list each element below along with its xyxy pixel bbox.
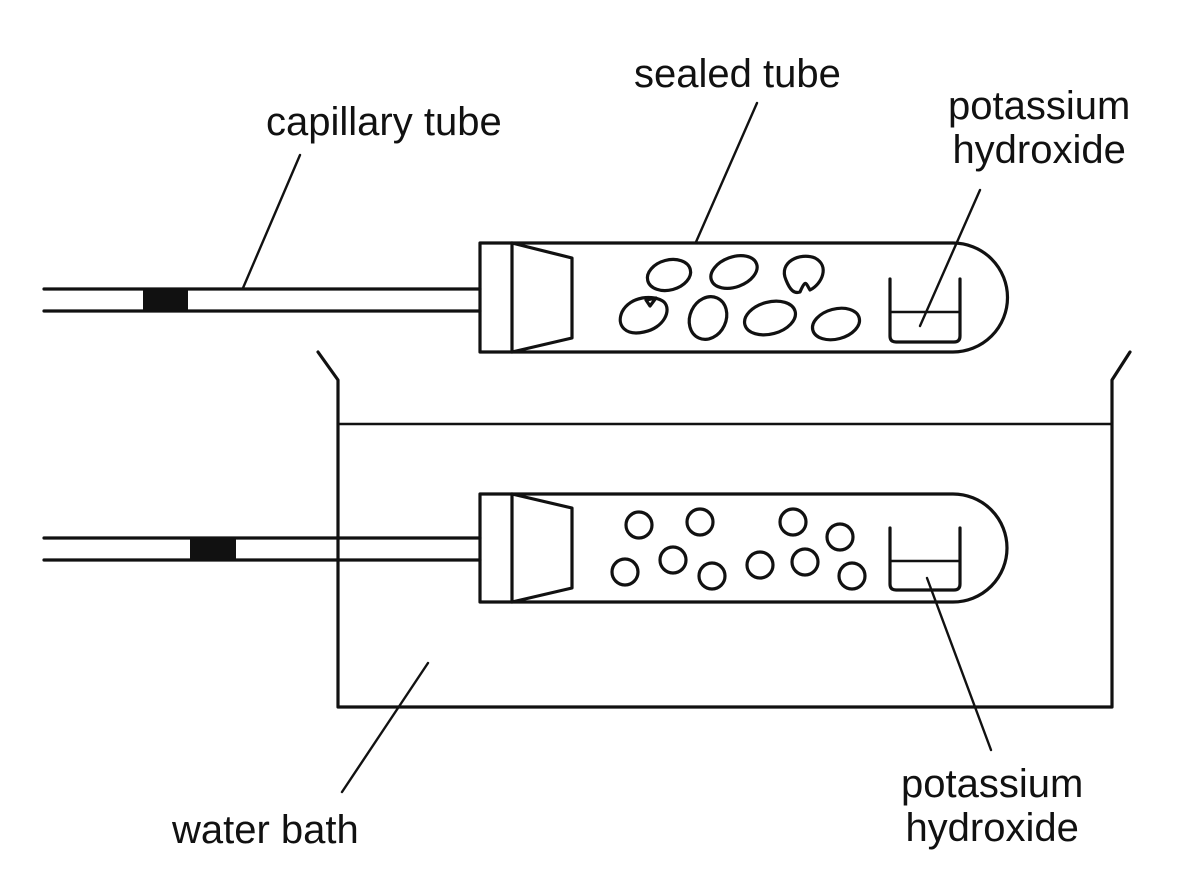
- leader-sealed: [694, 101, 759, 244]
- stopper-bottom: [478, 492, 574, 604]
- liquid-marker-bottom: [190, 537, 236, 561]
- label-capillary-tube: capillary tube: [266, 100, 502, 144]
- leader-water-bath: [340, 661, 430, 794]
- leader-lines: [241, 101, 993, 794]
- sealed-tube-bottom: [510, 492, 1009, 604]
- liquid-marker-top: [143, 288, 188, 312]
- bottom-apparatus: [42, 492, 1009, 604]
- label-koh-top-line2: hydroxide: [952, 128, 1126, 172]
- label-koh-bottom-line1: potassium: [901, 762, 1084, 806]
- capillary-tube-bottom: [42, 536, 482, 562]
- label-potassium-hydroxide-bottom: potassium hydroxide: [901, 762, 1083, 850]
- seeds-top: [618, 254, 862, 342]
- capillary-tube-top: [42, 287, 482, 313]
- label-potassium-hydroxide-top: potassium hydroxide: [948, 84, 1130, 172]
- label-sealed-tube: sealed tube: [634, 52, 841, 96]
- stopper-top: [478, 241, 574, 354]
- leader-koh-top: [918, 188, 982, 328]
- water-bath: [316, 350, 1132, 709]
- beads-bottom: [610, 507, 867, 591]
- koh-beaker-top: [888, 277, 962, 344]
- label-koh-top-line1: potassium: [948, 84, 1131, 128]
- leader-capillary: [241, 153, 302, 290]
- koh-beaker-bottom: [888, 526, 962, 592]
- top-apparatus: [42, 241, 1010, 354]
- leader-koh-bottom: [925, 576, 993, 752]
- sealed-tube-top: [510, 241, 1010, 354]
- label-koh-bottom-line2: hydroxide: [905, 806, 1079, 850]
- label-water-bath: water bath: [172, 808, 359, 852]
